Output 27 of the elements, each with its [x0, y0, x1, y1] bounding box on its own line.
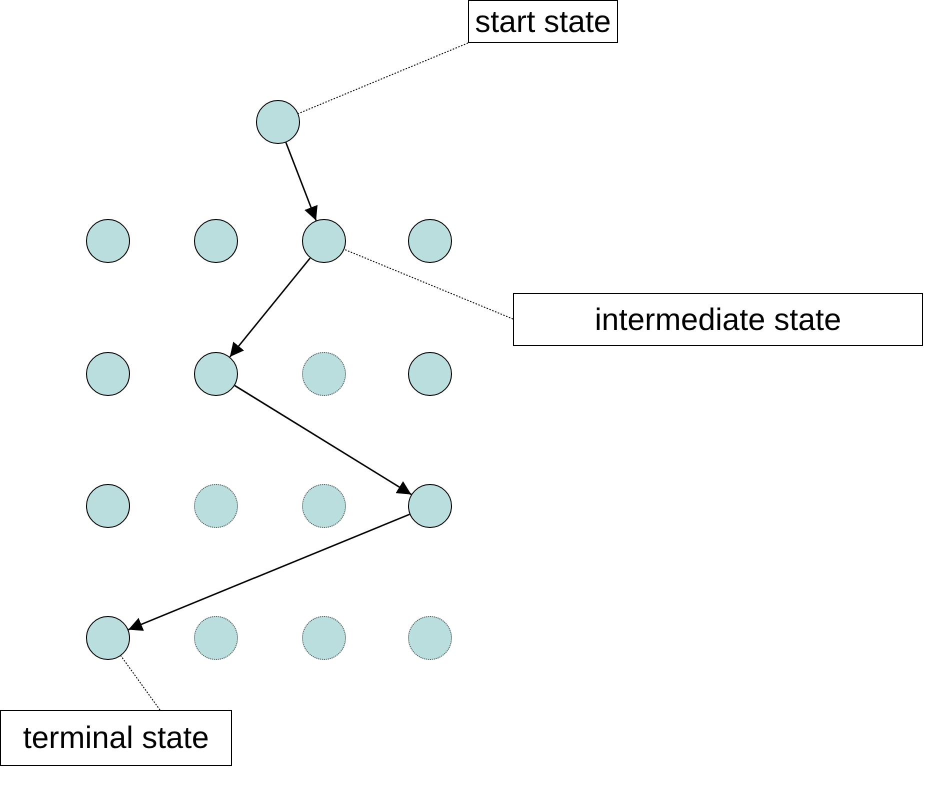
state-circle [194, 352, 238, 396]
state-circle [194, 219, 238, 263]
state-circle [408, 352, 452, 396]
state-circle [408, 484, 452, 528]
state-circle [302, 219, 346, 263]
arrow [229, 258, 311, 358]
state-circle [302, 352, 346, 396]
state-label: intermediate state [513, 293, 923, 346]
arrow [234, 384, 412, 496]
leader-line [120, 655, 160, 710]
arrow [285, 142, 318, 221]
state-circle [194, 484, 238, 528]
state-circle [86, 219, 130, 263]
state-circle [86, 484, 130, 528]
state-circle [408, 219, 452, 263]
state-circle [194, 616, 238, 660]
state-circle [302, 484, 346, 528]
arrow [128, 514, 410, 631]
state-circle [256, 100, 300, 144]
leader-line [298, 42, 468, 114]
leader-line [344, 248, 514, 320]
state-circle [408, 616, 452, 660]
state-circle [302, 616, 346, 660]
state-circle [86, 616, 130, 660]
state-label: terminal state [0, 710, 232, 766]
state-label: start state [468, 0, 618, 43]
state-circle [86, 352, 130, 396]
